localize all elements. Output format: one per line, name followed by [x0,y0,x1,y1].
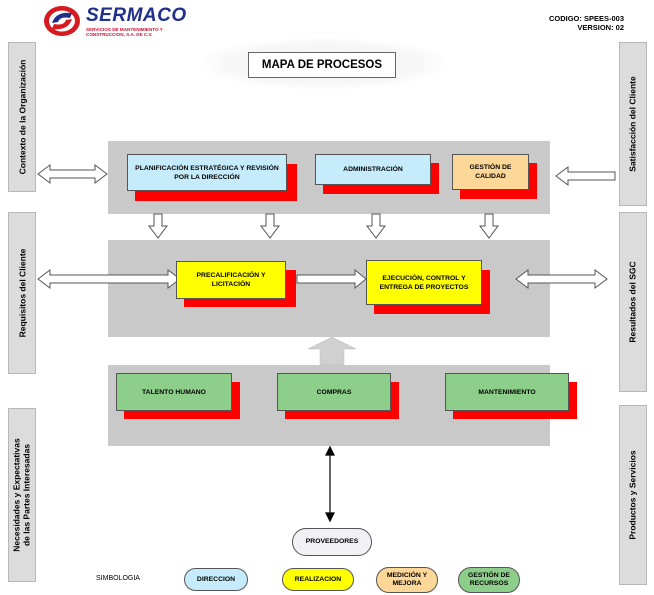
process-mantenimiento: MANTENIMIENTO [445,373,569,411]
legend-item-gestion-recursos: GESTIÓN DE RECURSOS [458,567,520,593]
process-ejecucion: EJECUCIÓN, CONTROL Y ENTREGA DE PROYECTO… [366,260,482,305]
arrow-down-icon [479,213,499,239]
process-planificacion: PLANIFICACIÓN ESTRATÉGICA Y REVISIÓN POR… [127,154,287,191]
double-arrow-icon [515,269,608,289]
document-version: VERSION: 02 [577,23,624,32]
arrow-down-icon [148,213,168,239]
double-arrow-icon [37,269,181,289]
legend-item-medicion-mejora: MEDICIÓN Y MEJORA [376,567,438,593]
arrow-down-icon [260,213,280,239]
logo-wordmark: SERMACO [86,5,187,26]
arrow-down-icon [366,213,386,239]
logo-emblem-icon [44,6,80,36]
legend-item-direccion: DIRECCION [184,568,248,591]
left-panel-necesidades: Necesidades y Expectativas de las Partes… [8,408,36,582]
arrow-left-icon [555,166,616,186]
process-talento-humano: TALENTO HUMANO [116,373,232,411]
process-gestion-calidad: GESTIÓN DE CALIDAD [452,154,529,190]
left-panel-contexto: Contexto de la Organización [8,42,36,192]
supplier-link-arrow [325,445,335,523]
right-panel-satisfaccion: Satisfacción del Cliente [619,42,647,206]
document-codes: CODIGO: SPEES-003 VERSION: 02 [549,14,624,32]
left-panel-requisitos: Requisitos del Cliente [8,212,36,374]
logo-subtitle: SERVICIOS DE MANTENIMIENTO Y CONSTRUCCIO… [86,27,163,37]
process-precalificacion: PRECALIFICACIÓN Y LICITACIÓN [176,261,286,299]
right-panel-productos: Productos y Servicios [619,405,647,585]
double-arrow-icon [37,164,108,184]
process-administracion: ADMINISTRACIÓN [315,154,431,185]
document-code: CODIGO: SPEES-003 [548,14,624,23]
right-panel-resultados: Resultados del SGC [619,212,647,392]
legend-title: SIMBOLOGIA [96,575,140,582]
proveedores-node: PROVEEDORES [292,528,372,556]
legend-item-realizacion: REALIZACION [282,568,354,591]
company-logo: SERMACO SERVICIOS DE MANTENIMIENTO Y CON… [42,4,190,38]
process-compras: COMPRAS [277,373,391,411]
page-title: MAPA DE PROCESOS [248,52,396,78]
arrow-right-icon [296,268,367,290]
arrow-up-icon [307,336,357,366]
